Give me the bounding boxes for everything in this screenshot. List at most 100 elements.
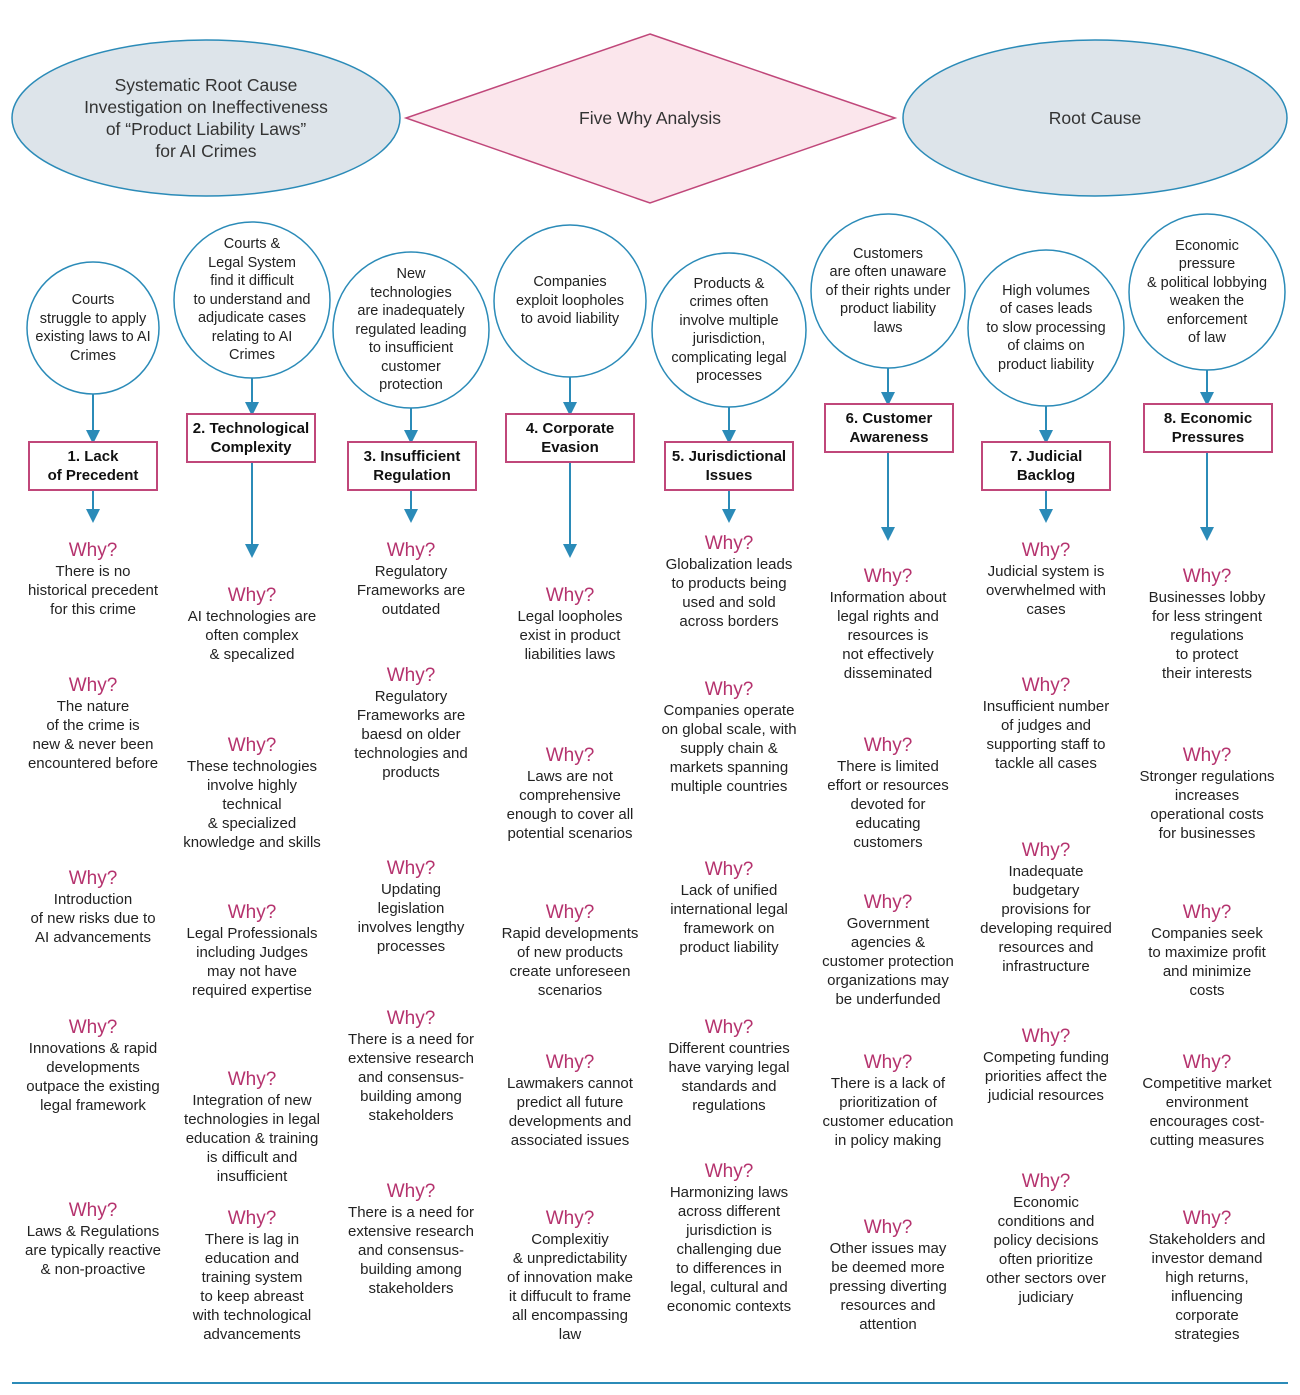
cause-circle-text-5: Products & crimes often involve multiple…	[671, 275, 787, 385]
why-label: Why?	[386, 858, 436, 879]
why-label: Why?	[227, 1208, 277, 1229]
why-item-3-3: Why?Updating legislation involves length…	[331, 858, 491, 956]
category-box-1: 1. Lack of Precedent	[28, 441, 158, 491]
why-label: Why?	[1021, 675, 1071, 696]
why-answer: Companies seek to maximize profit and mi…	[1148, 925, 1266, 999]
why-answer: Integration of new technologies in legal…	[184, 1092, 320, 1185]
category-box-8: 8. Economic Pressures	[1143, 403, 1273, 453]
right-title: Root Cause	[1048, 108, 1142, 128]
why-label: Why?	[386, 665, 436, 686]
center-title: Five Why Analysis	[579, 108, 721, 128]
cause-circle-8	[1128, 213, 1286, 371]
why-item-2-1: Why?AI technologies are often complex & …	[172, 585, 332, 664]
why-item-6-5: Why?Other issues may be deemed more pres…	[808, 1217, 968, 1334]
cause-circle-text-7: High volumes of cases leads to slow proc…	[986, 282, 1106, 373]
cause-circle-6	[810, 213, 966, 369]
why-answer: Legal loopholes exist in product liabili…	[517, 608, 623, 663]
category-box-4: 4. Corporate Evasion	[505, 413, 635, 463]
why-item-4-5: Why?Complexitiy & unpredictability of in…	[490, 1208, 650, 1344]
why-answer: Stronger regulations increases operation…	[1139, 768, 1275, 842]
why-label: Why?	[704, 859, 754, 880]
why-item-7-2: Why?Insufficient number of judges and su…	[966, 675, 1126, 773]
why-answer: Information about legal rights and resou…	[829, 589, 947, 682]
why-answer: Different countries have varying legal s…	[668, 1040, 790, 1114]
why-item-8-2: Why?Stronger regulations increases opera…	[1127, 745, 1287, 843]
right-title-ellipse	[902, 39, 1288, 197]
why-answer: Regulatory Frameworks are outdated	[356, 563, 466, 618]
why-item-3-2: Why?Regulatory Frameworks are baesd on o…	[331, 665, 491, 782]
why-label: Why?	[545, 745, 595, 766]
why-item-4-4: Why?Lawmakers cannot predict all future …	[490, 1052, 650, 1150]
why-item-2-3: Why?Legal Professionals including Judges…	[172, 902, 332, 1000]
why-item-7-5: Why?Economic conditions and policy decis…	[966, 1171, 1126, 1307]
why-answer: Innovations & rapid developments outpace…	[26, 1040, 160, 1114]
why-answer: The nature of the crime is new & never b…	[27, 698, 159, 772]
category-box-5: 5. Jurisdictional Issues	[664, 441, 794, 491]
why-item-1-2: Why?The nature of the crime is new & nev…	[13, 675, 173, 773]
why-label: Why?	[704, 1017, 754, 1038]
cause-circle-4	[493, 224, 647, 378]
why-answer: Regulatory Frameworks are baesd on older…	[354, 688, 468, 781]
why-item-7-3: Why?Inadequate budgetary provisions for …	[966, 840, 1126, 976]
why-answer: Globalization leads to products being us…	[665, 556, 793, 630]
left-title: Systematic Root Cause Investigation on I…	[84, 75, 328, 161]
category-box-6: 6. Customer Awareness	[824, 403, 954, 453]
why-label: Why?	[68, 1017, 118, 1038]
why-answer: Rapid developments of new products creat…	[501, 925, 639, 999]
why-label: Why?	[1021, 1026, 1071, 1047]
why-label: Why?	[1182, 1208, 1232, 1229]
why-label: Why?	[227, 585, 277, 606]
why-answer: Updating legislation involves lengthy pr…	[357, 881, 465, 955]
why-answer: Judicial system is overwhelmed with case…	[985, 563, 1107, 618]
why-item-7-4: Why?Competing funding priorities affect …	[966, 1026, 1126, 1105]
why-label: Why?	[1021, 540, 1071, 561]
why-answer: Lawmakers cannot predict all future deve…	[507, 1075, 633, 1149]
why-label: Why?	[1182, 566, 1232, 587]
why-label: Why?	[68, 1200, 118, 1221]
why-item-1-1: Why?There is no historical precedent for…	[13, 540, 173, 619]
cause-circle-text-1: Courts struggle to apply existing laws t…	[35, 292, 151, 364]
why-answer: These technologies involve highly techni…	[183, 758, 321, 851]
why-label: Why?	[545, 1052, 595, 1073]
why-label: Why?	[227, 735, 277, 756]
why-label: Why?	[545, 902, 595, 923]
category-box-3: 3. Insufficient Regulation	[347, 441, 477, 491]
why-answer: Inadequate budgetary provisions for deve…	[980, 863, 1112, 975]
why-answer: There is a lack of prioritization of cus…	[822, 1075, 954, 1149]
why-label: Why?	[68, 868, 118, 889]
why-label: Why?	[386, 540, 436, 561]
why-answer: Other issues may be deemed more pressing…	[829, 1240, 947, 1333]
cause-circle-5	[651, 252, 807, 408]
why-label: Why?	[863, 1217, 913, 1238]
why-item-5-4: Why?Different countries have varying leg…	[649, 1017, 809, 1115]
why-item-2-2: Why?These technologies involve highly te…	[172, 735, 332, 852]
why-item-2-4: Why?Integration of new technologies in l…	[172, 1069, 332, 1186]
why-item-1-4: Why?Innovations & rapid developments out…	[13, 1017, 173, 1115]
why-label: Why?	[863, 1052, 913, 1073]
why-label: Why?	[1021, 1171, 1071, 1192]
category-box-2: 2. Technological Complexity	[186, 413, 316, 463]
why-answer: Legal Professionals including Judges may…	[186, 925, 318, 999]
cause-circle-1	[26, 261, 160, 395]
why-item-8-4: Why?Competitive market environment encou…	[1127, 1052, 1287, 1150]
why-label: Why?	[227, 1069, 277, 1090]
why-answer: Government agencies & customer protectio…	[822, 915, 954, 1008]
why-answer: Competitive market environment encourage…	[1142, 1075, 1272, 1149]
cause-circle-text-3: New technologies are inadequately regula…	[355, 266, 467, 394]
why-label: Why?	[863, 892, 913, 913]
why-label: Why?	[863, 735, 913, 756]
why-answer: AI technologies are often complex & spec…	[187, 608, 317, 663]
cause-circle-text-6: Customers are often unaware of their rig…	[825, 245, 951, 336]
why-answer: Complexitiy & unpredictability of innova…	[507, 1231, 633, 1343]
why-answer: Stakeholders and investor demand high re…	[1148, 1231, 1266, 1343]
why-answer: Harmonizing laws across different jurisd…	[666, 1184, 792, 1315]
cause-circle-text-8: Economic pressure & political lobbying w…	[1146, 237, 1268, 347]
why-answer: Economic conditions and policy decisions…	[985, 1194, 1107, 1306]
why-answer: There is no historical precedent for thi…	[27, 563, 159, 618]
why-answer: Laws & Regulations are typically reactiv…	[25, 1223, 161, 1278]
why-item-4-1: Why?Legal loopholes exist in product lia…	[490, 585, 650, 664]
cause-circle-7	[967, 249, 1125, 407]
why-label: Why?	[704, 533, 754, 554]
why-item-6-1: Why?Information about legal rights and r…	[808, 566, 968, 683]
why-item-8-1: Why?Businesses lobby for less stringent …	[1127, 566, 1287, 683]
